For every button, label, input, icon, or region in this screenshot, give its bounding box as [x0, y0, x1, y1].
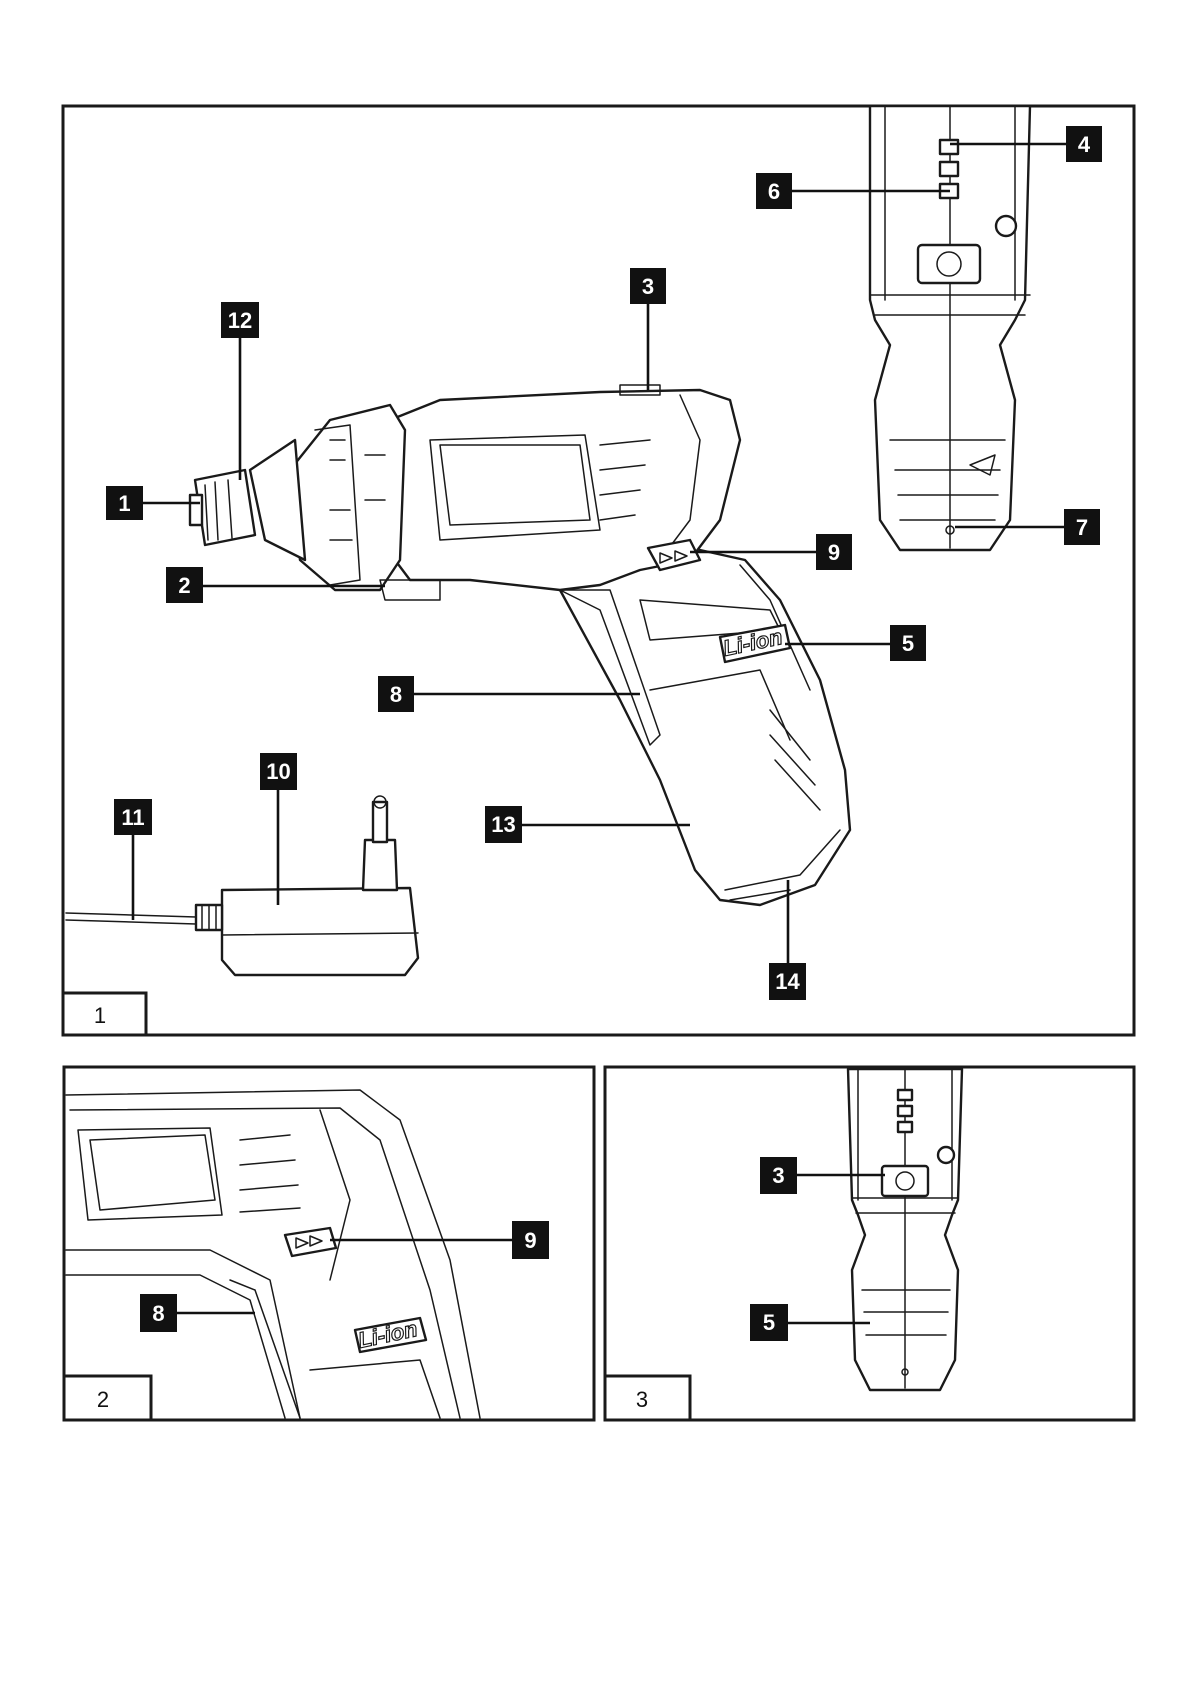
figure-2-number-tab: 2 [64, 1376, 151, 1420]
callout-9: 9 [816, 534, 852, 570]
svg-text:1: 1 [94, 1003, 106, 1028]
figure-2: Li-ion 9 8 2 [64, 1067, 594, 1420]
svg-text:3: 3 [772, 1163, 784, 1188]
fig2-callout-9: 9 [512, 1221, 549, 1259]
svg-text:1: 1 [118, 491, 130, 516]
svg-text:3: 3 [642, 274, 654, 299]
callout-13: 13 [485, 806, 522, 843]
callout-3: 3 [630, 268, 666, 304]
figure-1: Li-ion [63, 106, 1134, 1035]
svg-text:10: 10 [266, 759, 290, 784]
fig2-callout-8: 8 [140, 1294, 177, 1332]
callout-2: 2 [166, 567, 203, 603]
figure-3: 3 5 3 [605, 1067, 1134, 1420]
callout-10: 10 [260, 753, 297, 790]
screwdriver-top-view-small [848, 1069, 962, 1390]
callout-14: 14 [769, 963, 806, 1000]
svg-text:7: 7 [1076, 515, 1088, 540]
svg-text:14: 14 [775, 969, 800, 994]
figure-1-number-tab: 1 [63, 993, 146, 1035]
fig3-callout-5: 5 [750, 1304, 788, 1341]
svg-text:5: 5 [902, 631, 914, 656]
svg-text:9: 9 [828, 540, 840, 565]
callout-11: 11 [114, 799, 152, 835]
callout-12: 12 [221, 302, 259, 338]
callout-5: 5 [890, 625, 926, 661]
svg-text:4: 4 [1078, 132, 1091, 157]
figure-3-number-tab: 3 [605, 1376, 690, 1420]
svg-text:6: 6 [768, 179, 780, 204]
callout-7: 7 [1064, 509, 1100, 545]
svg-text:5: 5 [763, 1310, 775, 1335]
screwdriver-closeup-body: Li-ion [66, 1090, 480, 1418]
callout-6: 6 [756, 173, 792, 209]
svg-text:2: 2 [97, 1387, 109, 1412]
svg-text:9: 9 [524, 1228, 536, 1253]
fig3-callout-3: 3 [760, 1157, 797, 1194]
svg-text:11: 11 [121, 805, 144, 830]
callout-4: 4 [1066, 126, 1102, 162]
svg-text:3: 3 [636, 1387, 648, 1412]
svg-text:8: 8 [390, 682, 402, 707]
svg-text:13: 13 [491, 812, 515, 837]
callout-8: 8 [378, 676, 414, 712]
svg-text:12: 12 [228, 308, 252, 333]
svg-text:2: 2 [178, 573, 190, 598]
svg-text:8: 8 [152, 1301, 164, 1326]
screwdriver-top-view [870, 106, 1030, 550]
callout-1: 1 [106, 486, 143, 520]
